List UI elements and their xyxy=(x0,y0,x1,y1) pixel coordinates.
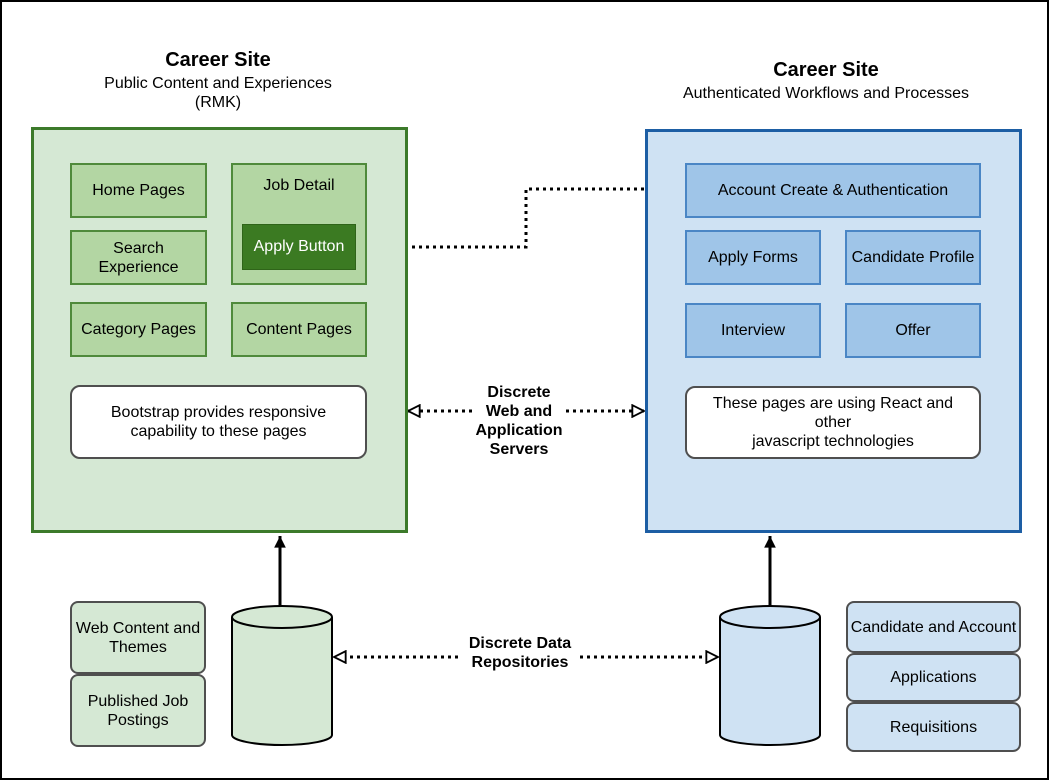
servers-line2: Web and xyxy=(485,403,553,420)
content-pages-box: Content Pages xyxy=(231,302,367,357)
bootstrap-note-line2: capability to these pages xyxy=(130,423,307,440)
left-subtitle-line1: Public Content and Experiences xyxy=(104,75,332,92)
servers-line1: Discrete xyxy=(487,384,551,401)
applications-box: Applications xyxy=(846,653,1021,702)
interview-box: Interview xyxy=(685,303,821,358)
apply-to-account-connector xyxy=(356,183,684,249)
apply-forms-box: Apply Forms xyxy=(685,230,821,285)
account-create-box: Account Create & Authentication xyxy=(685,163,981,218)
category-pages-box: Category Pages xyxy=(70,302,207,357)
discrete-servers-label: Discrete Web and Application Servers xyxy=(466,383,572,459)
react-note: These pages are using React and other ja… xyxy=(685,386,981,459)
published-line2: Postings xyxy=(107,711,169,729)
servers-line4: Servers xyxy=(489,441,549,458)
web-content-themes-box: Web Content and Themes xyxy=(70,601,206,674)
repos-line1: Discrete Data xyxy=(468,635,572,652)
search-experience-box: Search Experience xyxy=(70,230,207,285)
bootstrap-note-line1: Bootstrap provides responsive xyxy=(110,404,327,421)
right-database-icon xyxy=(719,605,821,746)
right-subtitle: Authenticated Workflows and Processes xyxy=(682,85,970,102)
left-title: Career Site xyxy=(165,49,271,71)
requisitions-box: Requisitions xyxy=(846,702,1021,752)
left-database-icon xyxy=(231,605,333,746)
search-experience-line2: Experience xyxy=(98,258,179,276)
bootstrap-note: Bootstrap provides responsive capability… xyxy=(70,385,367,459)
left-subtitle-line2: (RMK) xyxy=(194,94,242,111)
candidate-profile-box: Candidate Profile xyxy=(845,230,981,285)
published-line1: Published Job xyxy=(87,692,189,710)
search-experience-line1: Search xyxy=(113,239,164,257)
candidate-account-box: Candidate and Account xyxy=(846,601,1021,653)
servers-line3: Application xyxy=(475,422,563,439)
home-pages-box: Home Pages xyxy=(70,163,207,218)
react-note-line2: javascript technologies xyxy=(752,433,914,450)
offer-box: Offer xyxy=(845,303,981,358)
repos-line2: Repositories xyxy=(471,654,569,671)
react-note-line1: These pages are using React and other xyxy=(712,395,954,431)
web-content-line2: Themes xyxy=(109,638,167,656)
discrete-repos-label: Discrete Data Repositories xyxy=(456,634,584,672)
apply-button[interactable]: Apply Button xyxy=(242,224,356,270)
published-job-postings-box: Published Job Postings xyxy=(70,674,206,747)
web-content-line1: Web Content and xyxy=(75,619,201,637)
right-title: Career Site xyxy=(773,59,879,81)
job-detail-label: Job Detail xyxy=(263,177,335,194)
